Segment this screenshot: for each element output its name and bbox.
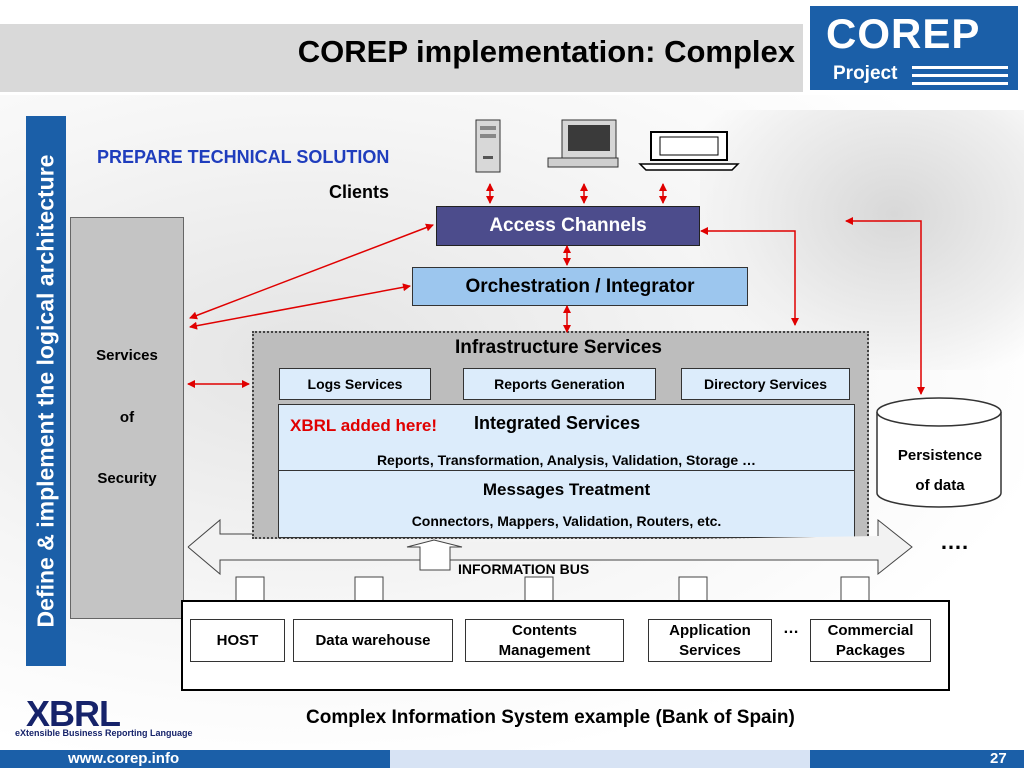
database-cylinder-icon bbox=[876, 397, 1002, 508]
integrated-divider bbox=[278, 470, 855, 471]
bus-continuation-dots: …. bbox=[940, 529, 969, 554]
infrastructure-title: Infrastructure Services bbox=[455, 337, 662, 358]
title-bar bbox=[0, 24, 803, 92]
logo-line bbox=[912, 74, 1008, 77]
reports-generation-box: Reports Generation bbox=[463, 368, 656, 400]
security-label-line2: of bbox=[119, 409, 135, 426]
clients-label: Clients bbox=[329, 182, 390, 202]
logo-line bbox=[912, 82, 1008, 85]
red-arrows bbox=[187, 183, 925, 395]
system-contents-management: Contents Management bbox=[465, 619, 624, 662]
integrated-services-subtitle: Reports, Transformation, Analysis, Valid… bbox=[376, 452, 757, 468]
desktop-computer-icon bbox=[547, 119, 619, 168]
footer-highlight bbox=[390, 750, 810, 768]
logs-services-box: Logs Services bbox=[279, 368, 431, 400]
persistence-line2: of data bbox=[915, 477, 965, 494]
directory-services-box: Directory Services bbox=[681, 368, 850, 400]
security-label-line1: Services bbox=[96, 347, 158, 364]
xbrl-logo: XBRL bbox=[26, 693, 121, 734]
slide-title: COREP implementation: Complex bbox=[297, 34, 795, 69]
xbrl-note: XBRL added here! bbox=[290, 416, 438, 435]
terminal-icon bbox=[638, 131, 740, 171]
messages-treatment-title: Messages Treatment bbox=[482, 480, 651, 499]
system-host: HOST bbox=[190, 619, 285, 662]
footer-url-link[interactable]: www.corep.info bbox=[68, 750, 180, 767]
messages-treatment-subtitle: Connectors, Mappers, Validation, Routers… bbox=[411, 513, 722, 529]
persistence-label: Persistence of data bbox=[880, 441, 1000, 501]
corep-logo-text: COREP bbox=[826, 10, 981, 57]
integrated-services-box bbox=[278, 404, 855, 538]
diagram-caption: Complex Information System example (Bank… bbox=[306, 707, 795, 728]
persistence-line1: Persistence bbox=[897, 447, 983, 464]
vertical-sidebar bbox=[26, 116, 66, 666]
logo-line bbox=[912, 66, 1008, 69]
information-bus bbox=[187, 518, 913, 576]
information-bus-label: INFORMATION BUS bbox=[458, 561, 590, 577]
server-tower-icon bbox=[475, 119, 501, 173]
page-number: 27 bbox=[990, 750, 1007, 767]
information-bus-top-arrow bbox=[406, 539, 463, 571]
corep-logo-subtext: Project bbox=[833, 63, 898, 84]
system-application-services: Application Services bbox=[648, 619, 772, 662]
system-data-warehouse: Data warehouse bbox=[293, 619, 453, 662]
systems-dots: … bbox=[783, 620, 799, 637]
xbrl-logo-subtitle: eXtensible Business Reporting Language bbox=[15, 728, 193, 738]
system-commercial-packages: Commercial Packages bbox=[810, 619, 931, 662]
security-services-box bbox=[70, 217, 184, 619]
prepare-heading: PREPARE TECHNICAL SOLUTION bbox=[97, 147, 390, 167]
integrated-services-title: Integrated Services bbox=[474, 413, 641, 433]
security-label-line3: Security bbox=[97, 470, 157, 487]
